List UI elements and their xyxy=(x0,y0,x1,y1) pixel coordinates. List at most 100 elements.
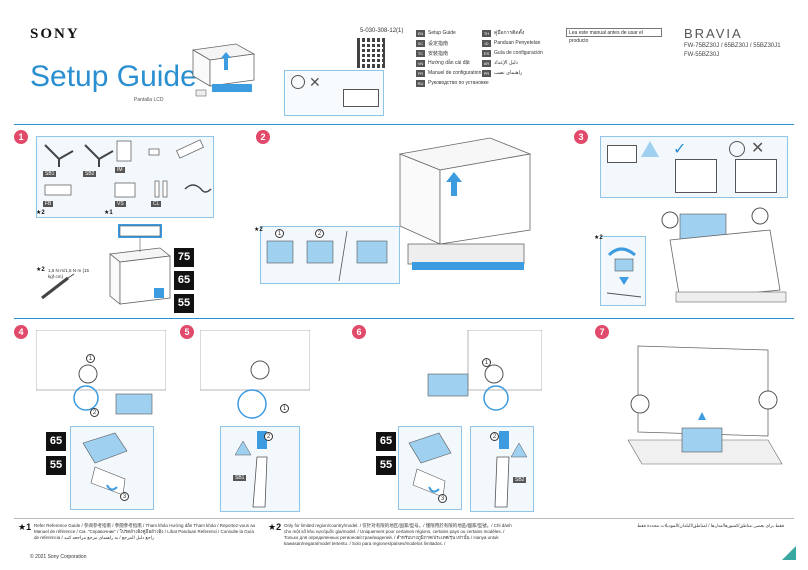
step-1-star1: ★1 xyxy=(104,210,113,216)
footer-divider xyxy=(14,518,794,519)
step-3-number: 3 xyxy=(574,130,588,144)
language-code: PR xyxy=(482,69,491,77)
size-badge-55: 55 xyxy=(46,456,66,475)
size-badge-55: 55 xyxy=(376,456,396,475)
step-4-sub-1: 1 xyxy=(86,354,95,363)
step-2-box-illustration xyxy=(390,134,540,282)
part-label-sb2: SB2 xyxy=(83,171,97,177)
part-label-vs: VS xyxy=(115,201,126,207)
language-code: VN xyxy=(416,59,425,67)
tv-corner-bad-icon xyxy=(735,159,777,193)
model-line-1: FW-75BZ30J / 65BZ30J / 55BZ30J1 xyxy=(684,43,781,49)
attach-stand-icon xyxy=(199,329,311,419)
step-5-number: 5 xyxy=(180,325,194,339)
page-title: Setup Guide xyxy=(30,60,197,93)
tv-box-lift-icon xyxy=(191,43,256,97)
people-lifting-tv-icon xyxy=(661,207,787,303)
language-label: Setup Guide xyxy=(428,30,456,36)
row-divider xyxy=(14,318,794,319)
language-code: EN xyxy=(416,29,425,37)
step-1-tv-box-illustration xyxy=(100,218,180,310)
header-divider xyxy=(14,124,794,125)
step-4-number: 4 xyxy=(14,325,28,339)
step-2-sub-1: 1 xyxy=(275,229,284,238)
model-line-2: FW-55BZ30J xyxy=(684,52,720,58)
step-6-sub-1: 1 xyxy=(482,358,491,367)
step-4-illustration xyxy=(35,329,167,425)
footer-star2: ★2 xyxy=(268,522,282,532)
step-3-detail-panel xyxy=(600,236,646,306)
stand-leg-detail-icon xyxy=(494,431,528,508)
sony-logo: SONY xyxy=(30,26,80,42)
size-badge-75: 75 xyxy=(174,248,194,267)
language-label: 安裝指南 xyxy=(428,50,449,57)
footer-note-2: Only for limited region/country/model. /… xyxy=(284,523,512,546)
language-label: دليل الإعداد xyxy=(494,60,518,66)
language-label: Hướng dẫn cài đặt xyxy=(428,60,470,66)
screwdriver-icon xyxy=(38,272,78,302)
language-label: คู่มือการติดตั้ง xyxy=(494,30,525,36)
step-2-number: 2 xyxy=(256,130,270,144)
step-4-sub-3: 3 xyxy=(120,492,129,501)
language-code: SC xyxy=(416,39,425,47)
language-label: راهنمای نصب xyxy=(494,70,523,76)
torque-star: ★2 xyxy=(36,267,45,273)
step-6-left-detail-panel xyxy=(398,426,462,510)
warning-icon xyxy=(641,141,659,157)
language-code: TH xyxy=(482,29,491,37)
document-number: 5-030-308-12(1) xyxy=(360,28,404,34)
step-3-warning-panel: ✓ ✕ xyxy=(600,136,788,198)
step-3-star: ★2 xyxy=(594,235,603,241)
language-code: ES xyxy=(482,49,491,57)
footer-star1: ★1 xyxy=(18,522,32,532)
stand-leg-detail-icon xyxy=(234,431,268,508)
step-6-illustration xyxy=(372,329,543,425)
cross-icon: ✕ xyxy=(309,74,321,90)
step-5-sub-2: 2 xyxy=(264,432,273,441)
handle-detail-icons xyxy=(266,230,388,282)
step-3-lift-illustration xyxy=(640,200,790,310)
language-code: TC xyxy=(416,49,425,57)
step-1-number: 1 xyxy=(14,130,28,144)
language-code: RU xyxy=(416,79,425,87)
step-1-parts-panel: SB1 SB2 IM VS CL FB xyxy=(36,136,214,218)
step-2-star: ★2 xyxy=(254,227,263,233)
tv-scratch-icon xyxy=(343,89,379,107)
part-label-sb1: SB1 xyxy=(233,475,247,481)
language-label: Guía de configuración xyxy=(494,50,543,56)
corner-logo-icon xyxy=(782,546,796,560)
part-label-im: IM xyxy=(115,167,125,173)
step-2-detail-panel: 1 2 xyxy=(260,226,400,284)
step-4-sub-2: 2 xyxy=(90,408,99,417)
size-badge-65: 65 xyxy=(376,432,396,451)
step-7-illustration xyxy=(618,340,788,470)
model-numbers: FW-75BZ30J / 65BZ30J / 55BZ30J1 FW-55BZ3… xyxy=(684,42,781,60)
check-icon: ✓ xyxy=(673,141,687,158)
tv-box-open-icon xyxy=(398,137,532,270)
step-1-star2: ★2 xyxy=(36,210,45,216)
language-label: Panduan Penyetelan xyxy=(494,40,541,46)
size-badge-65: 65 xyxy=(46,432,66,451)
attach-second-stand-icon xyxy=(427,329,543,411)
step-6-number: 6 xyxy=(352,325,366,339)
step-6-sub-2: 2 xyxy=(490,432,499,441)
header-box-illustration xyxy=(188,42,258,100)
size-badge-55: 55 xyxy=(174,294,194,313)
step-6-sub-3: 3 xyxy=(438,494,447,503)
corner-detail-icon xyxy=(606,247,642,298)
language-label: 设定指南 xyxy=(428,40,449,47)
step-5-illustration xyxy=(199,329,311,425)
tv-on-stand-icon xyxy=(607,145,637,163)
step-5-detail-panel: SB1 xyxy=(220,426,300,512)
part-label-sb2: SB2 xyxy=(513,477,527,483)
part-label-cl: CL xyxy=(151,201,162,207)
